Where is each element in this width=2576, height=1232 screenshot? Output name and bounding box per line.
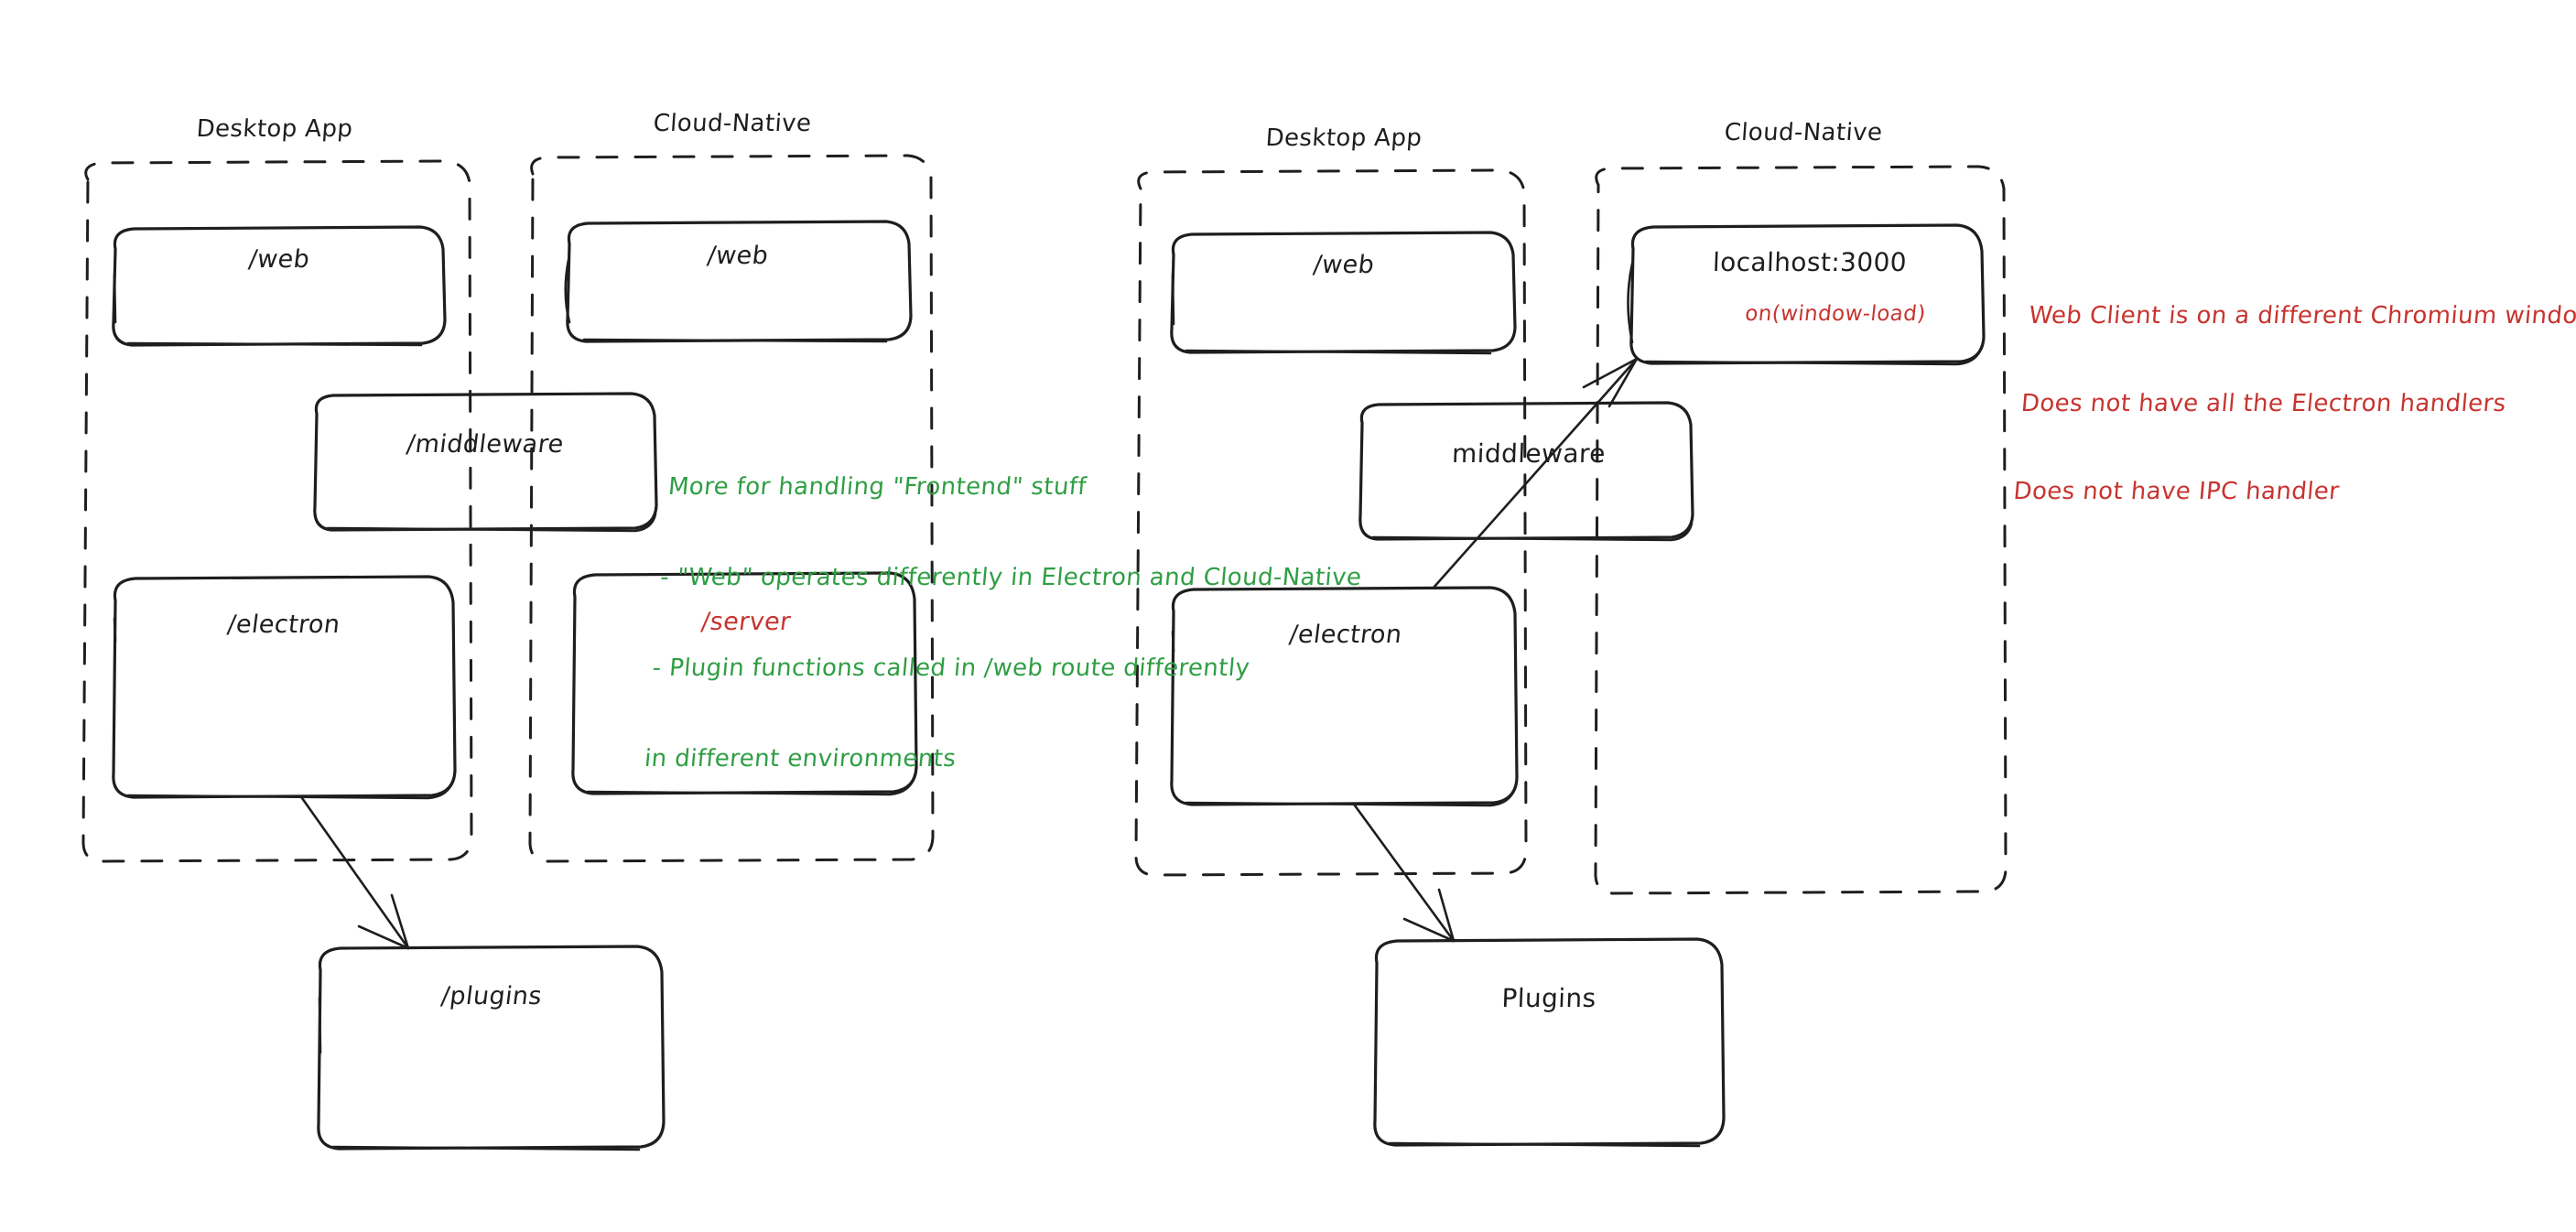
green-note-line-4: in different environments (643, 745, 958, 773)
green-note-line-3: - Plugin functions called in /web route … (651, 654, 1251, 682)
right-arrow-electron-to-plugins (1353, 804, 1456, 943)
red-note-line-2: Does not have all the Electron handlers (2019, 390, 2507, 417)
left-arrow-electron-to-plugins (300, 796, 410, 950)
left-cloud-web-box-label: /web (705, 242, 771, 270)
red-annotation-note: Web Client is on a different Chromium wi… (2008, 243, 2576, 565)
right-plugins-box-outline (1373, 937, 1726, 1148)
right-localhost-box-outline (1627, 223, 1986, 366)
right-plugins-box-label: Plugins (1500, 983, 1597, 1013)
left-middleware-box-label: /middleware (405, 430, 566, 459)
right-middleware-box-label: middleware (1451, 438, 1607, 469)
right-desktop-group-outline (1134, 168, 1528, 877)
left-cloud-group-label: Cloud-Native (652, 110, 813, 137)
right-desktop-web-box-label: /web (1311, 251, 1377, 279)
right-cloud-group-outline (1594, 165, 2008, 895)
red-note-line-1: Web Client is on a different Chromium wi… (2028, 302, 2576, 330)
green-note-line-1: More for handling "Frontend" stuff (666, 473, 1088, 501)
left-cloud-group-outline (528, 154, 935, 863)
left-cloud-web-box-outline (564, 220, 913, 343)
green-note-line-2: - "Web" operates differently in Electron… (659, 564, 1363, 591)
left-plugins-box-outline (317, 945, 666, 1151)
left-desktop-group-label: Desktop App (195, 115, 354, 143)
right-desktop-group-label: Desktop App (1264, 124, 1423, 152)
right-middleware-box-outline (1358, 401, 1694, 542)
green-annotation-note: More for handling "Frontend" stuff - "We… (638, 412, 1376, 835)
left-desktop-web-box-outline (112, 225, 447, 347)
red-note-line-3: Does not have IPC handler (2012, 478, 2341, 505)
left-electron-box-label: /electron (225, 611, 342, 639)
left-server-box-outline (571, 571, 918, 796)
right-arrow-electron-to-localhost (1432, 357, 1639, 589)
left-desktop-web-box-label: /web (246, 245, 312, 274)
left-plugins-box-label: /plugins (439, 982, 544, 1010)
right-cloud-group-label: Cloud-Native (1723, 119, 1884, 146)
left-electron-box-outline (112, 575, 457, 800)
left-desktop-group-outline (81, 159, 473, 863)
right-electron-box-outline (1170, 586, 1519, 807)
left-middleware-box-outline (313, 392, 658, 533)
right-localhost-box-sublabel: on(window-load) (1743, 302, 1928, 326)
right-localhost-box-label: localhost:3000 (1712, 247, 1908, 277)
right-desktop-web-box-outline (1170, 231, 1517, 355)
